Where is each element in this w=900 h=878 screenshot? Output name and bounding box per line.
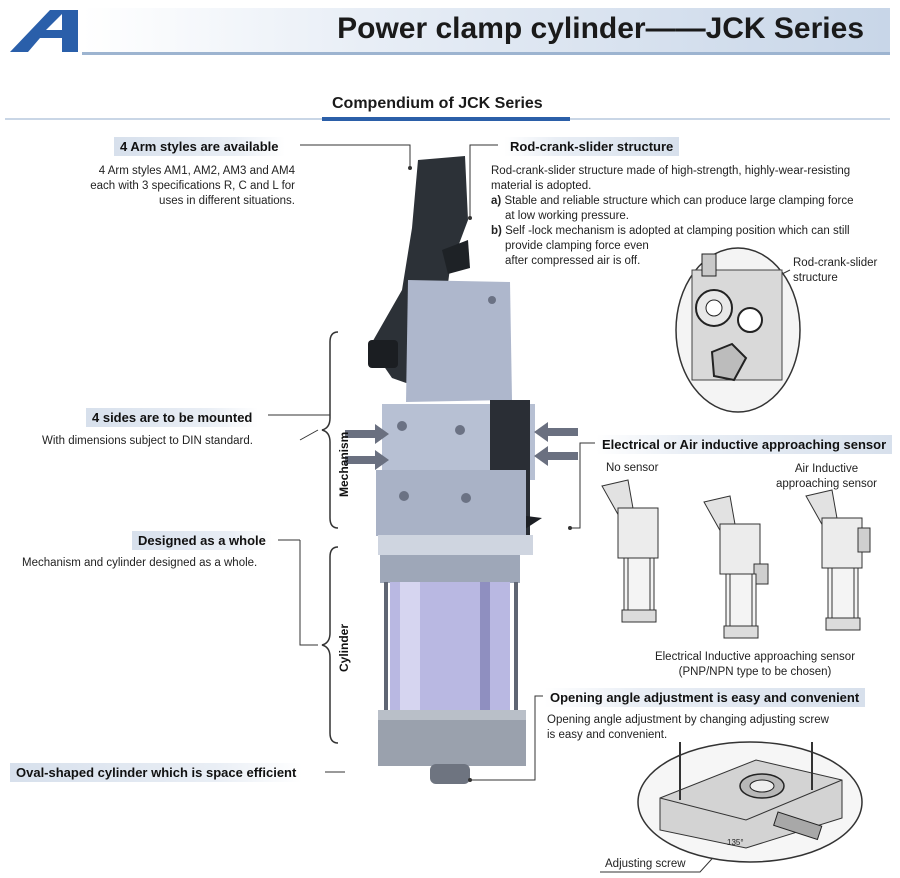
opening-desc: Opening angle adjustment by changing adj…	[547, 714, 829, 741]
mount-arrows-right	[534, 422, 578, 466]
no-sensor-label: No sensor	[606, 462, 659, 474]
rod-crank-callout: Rod-crank-slider structure	[793, 257, 878, 284]
whole-title: Designed as a whole	[132, 531, 272, 550]
adjusting-screw-callout: Adjusting screw	[605, 858, 686, 870]
mount-arrows	[345, 424, 389, 470]
arm-styles-title: 4 Arm styles are available	[114, 137, 285, 156]
header-underline	[82, 52, 890, 55]
opening-title: Opening angle adjustment is easy and con…	[544, 688, 866, 707]
variant-no-sensor-illustration	[601, 479, 659, 623]
rod-crank-title: Rod-crank-slider structure	[504, 137, 680, 156]
sensor-title: Electrical or Air inductive approaching …	[596, 435, 893, 454]
electrical-inductive-label: Electrical Inductive approaching sensor …	[654, 651, 856, 678]
header-bar	[82, 8, 890, 52]
four-sides-title: 4 sides are to be mounted	[86, 408, 259, 427]
page-title: Power clamp cylinder——JCK Series	[337, 12, 864, 45]
variant-air-inductive-illustration	[805, 489, 871, 631]
adjusting-screw-detail-illustration	[637, 741, 863, 863]
arm-styles-desc: 4 Arm styles AM1, AM2, AM3 and AM4 each …	[90, 165, 295, 207]
section-title: Compendium of JCK Series	[332, 95, 543, 112]
clamp-cylinder-illustration	[368, 156, 542, 784]
whole-desc: Mechanism and cylinder designed as a who…	[22, 557, 258, 569]
logo	[8, 8, 80, 54]
section-divider-accent	[322, 117, 570, 121]
variant-electrical-illustration	[703, 495, 769, 639]
rod-crank-detail-illustration	[675, 247, 801, 413]
four-sides-desc: With dimensions subject to DIN standard.	[42, 435, 253, 447]
cylinder-brace	[321, 546, 339, 744]
mechanism-brace	[321, 331, 339, 529]
air-inductive-label: Air Inductive approaching sensor	[776, 463, 878, 490]
angle-mark: 135°	[727, 838, 744, 847]
rod-crank-desc: Rod-crank-slider structure made of high-…	[491, 165, 854, 267]
oval-title: Oval-shaped cylinder which is space effi…	[10, 763, 303, 782]
